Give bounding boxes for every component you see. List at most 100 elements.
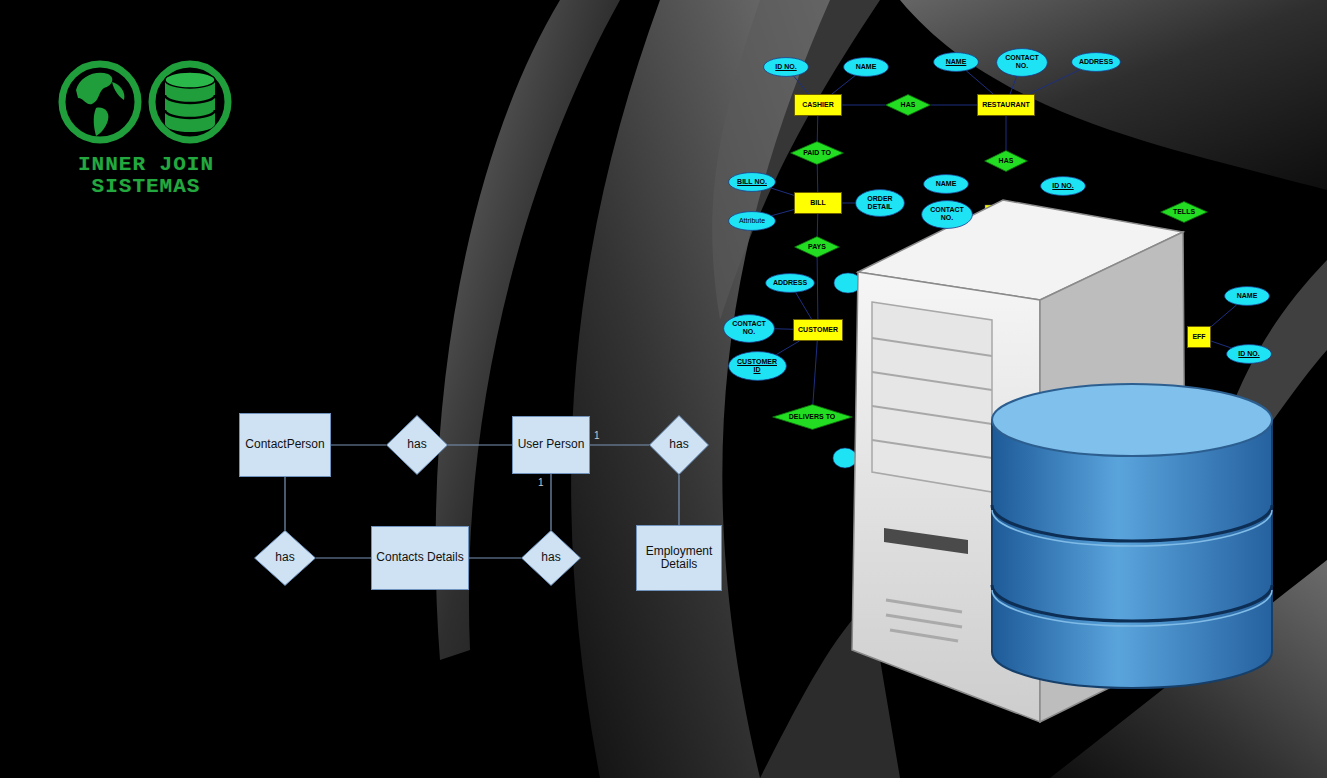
database-band <box>992 590 1272 626</box>
ellipse-shape <box>1227 345 1272 364</box>
node-label: RESTAURANT <box>982 101 1030 109</box>
drive-bay <box>872 406 992 424</box>
attribute-ellipse: BILL NO. <box>728 172 776 192</box>
globe-continent <box>112 82 124 100</box>
node-label: HAS <box>901 101 916 109</box>
connector-line <box>331 444 386 445</box>
node-label: ADDRESS <box>1079 58 1113 66</box>
connector-line <box>966 71 993 94</box>
disk-slot <box>884 528 968 554</box>
database-body <box>992 420 1272 688</box>
ellipse-shape <box>844 58 889 77</box>
attribute-ellipse: CONTACT NO. <box>996 48 1048 77</box>
node-label: Contacts Details <box>376 551 463 564</box>
database-cylinder <box>992 384 1272 688</box>
relationship-diamond: has <box>386 415 448 475</box>
attribute-ellipse: CUSTOMER ID <box>728 351 787 381</box>
globe-continent <box>94 108 109 136</box>
connector-line <box>1211 341 1231 348</box>
connector-line <box>469 557 521 558</box>
node-label: has <box>407 438 426 451</box>
ellipse-shape <box>934 53 979 72</box>
ellipse-shape <box>1072 53 1121 72</box>
diamond-shape <box>522 531 581 586</box>
drive-bay <box>872 338 992 356</box>
connector-line <box>771 188 794 195</box>
swirl-band <box>712 0 880 320</box>
node-label: BILL <box>810 199 826 207</box>
connector-line <box>813 341 817 404</box>
entity-box: CASHIER <box>794 94 842 116</box>
ellipse-shape <box>764 58 809 77</box>
logo-ring <box>152 64 228 140</box>
vent-line <box>886 600 962 612</box>
attribute-ellipse: NAME <box>923 174 969 194</box>
ellipse-shape <box>922 200 973 228</box>
logo-database-top <box>165 72 215 88</box>
ellipse-shape <box>856 190 905 217</box>
connector-line <box>775 328 793 330</box>
diamond-shape <box>1161 202 1208 223</box>
node-label: ID NO. <box>1238 350 1259 358</box>
logo-ring <box>62 64 138 140</box>
connector-line <box>817 165 819 192</box>
node-label: ID NO. <box>1052 182 1073 190</box>
ellipse-shape <box>924 175 969 194</box>
node-label: has <box>541 551 560 564</box>
connector-line <box>1006 116 1007 150</box>
vent-line <box>890 630 958 641</box>
entity-box: ContactPerson <box>239 413 331 477</box>
ellipse-shape <box>997 48 1048 76</box>
connector-line <box>842 203 855 204</box>
node-label: ORDER DETAIL <box>862 195 898 210</box>
attribute-ellipse: ID NO. <box>763 57 809 77</box>
drive-bay <box>872 440 992 458</box>
drive-bay <box>872 372 992 390</box>
node-label: CONTACT NO. <box>1003 54 1041 69</box>
node-label: CUSTOMER ID <box>735 358 779 373</box>
attribute-ellipse: ADDRESS <box>1071 52 1121 72</box>
entity-box: EFF <box>1187 326 1211 348</box>
diamond-shape <box>772 405 852 430</box>
node-label: CONTACT NO. <box>928 206 966 221</box>
relationship-diamond: PAYS <box>794 236 840 258</box>
ellipse-shape <box>766 274 815 293</box>
node-label: has <box>669 438 688 451</box>
logo-icon <box>62 64 228 140</box>
entity-box: User Person <box>512 416 590 474</box>
diamond-shape <box>387 416 448 475</box>
database-top <box>992 384 1272 456</box>
relationship-diamond: DELIVERS TO <box>772 404 853 430</box>
node-label: ContactPerson <box>245 438 324 451</box>
node-label: User Person <box>518 438 585 451</box>
diamond-shape <box>795 237 840 258</box>
relationship-diamond: HAS <box>885 94 931 116</box>
diamond-shape <box>791 142 844 165</box>
attribute-ellipse: ID NO. <box>1040 176 1086 196</box>
cardinality-number: 1 <box>594 430 604 441</box>
connector-line <box>817 214 819 236</box>
ellipse-shape <box>724 314 775 342</box>
node-label: ID NO. <box>775 63 796 71</box>
entity-box: Employment Details <box>636 525 722 591</box>
ellipse-shape <box>728 352 786 381</box>
connector-line <box>590 444 649 445</box>
diamond-shape <box>985 151 1028 172</box>
attribute-ellipse: ORDER DETAIL <box>855 189 905 217</box>
node-label: CONTACT NO. <box>730 320 768 335</box>
node-label: NAME <box>1237 292 1258 300</box>
logo-text: INNER JOIN SISTEMAS <box>60 154 232 198</box>
node-label: has <box>275 551 294 564</box>
node-label: DELIVERS TO <box>789 413 836 421</box>
relationship-diamond: TELLS <box>1160 201 1208 223</box>
connector-line <box>817 116 819 141</box>
database-band <box>992 510 1272 546</box>
node-label: BILL NO. <box>737 178 767 186</box>
connector-line <box>1211 305 1237 327</box>
node-label: Employment Details <box>641 545 717 571</box>
connector-line <box>448 444 512 445</box>
node-label: CUSTOMER <box>798 326 838 334</box>
